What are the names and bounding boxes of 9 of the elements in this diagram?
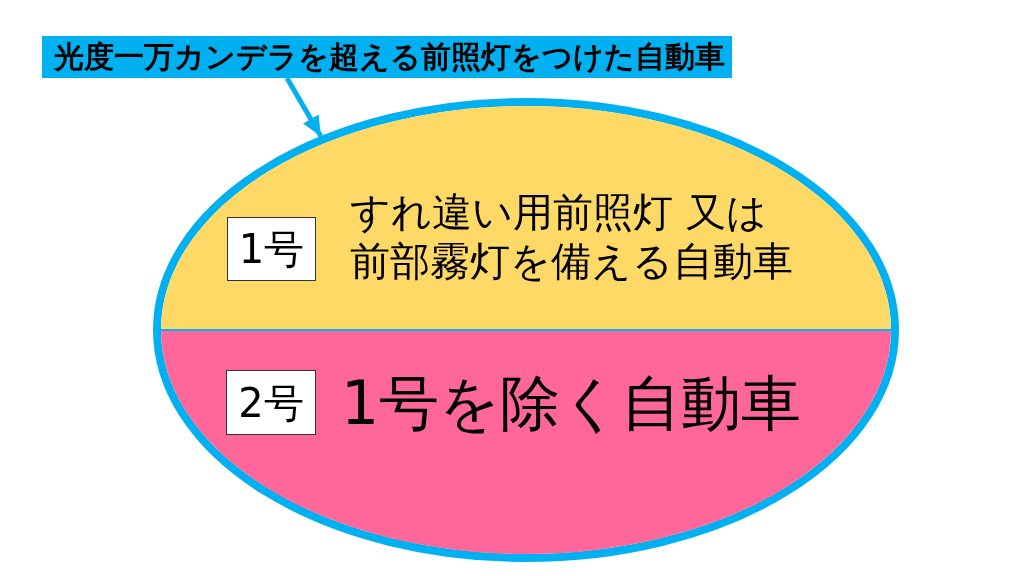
- ellipse-shape: [153, 98, 899, 562]
- number-box: 2号: [226, 370, 316, 435]
- number-box: 1号: [227, 217, 316, 281]
- segment-text: すれ違い用前照灯 又は前部霧灯を備える自動車: [350, 188, 794, 286]
- arrow: [284, 76, 323, 138]
- upper-segment: [161, 106, 891, 330]
- lower-segment: [161, 330, 891, 554]
- callout-box: 光度一万カンデラを超える前照灯をつけた自動車: [42, 36, 732, 78]
- segment-text: 1号を除く自動車: [341, 368, 803, 438]
